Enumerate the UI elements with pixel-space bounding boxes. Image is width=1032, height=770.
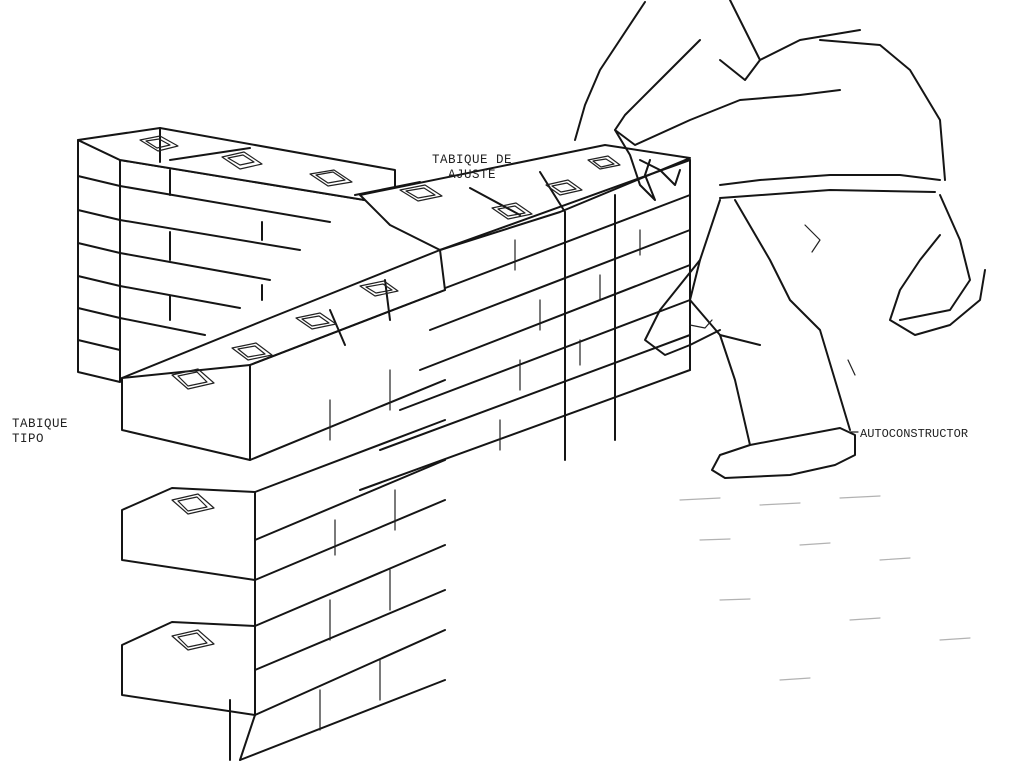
man-cloth-folds	[690, 225, 855, 375]
man-front-shoe	[712, 428, 855, 478]
man-shoulder-right	[820, 40, 945, 180]
ground-texture	[680, 496, 970, 680]
man-thigh-right	[900, 195, 970, 320]
front-wall-block-3	[122, 622, 255, 715]
autoconstructor-figure	[575, 0, 985, 478]
right-wall-joints	[500, 230, 640, 450]
front-wall-top-block	[122, 250, 445, 460]
front-wall-courses	[240, 290, 445, 760]
tabique-tipo-label: TABIQUE TIPO	[12, 417, 68, 447]
tabique-de-ajuste-line2: AJUSTE	[432, 168, 512, 183]
tabique-de-ajuste-line1: TABIQUE DE	[432, 153, 512, 168]
tabique-tipo-line2: TIPO	[12, 432, 68, 447]
man-leg-front	[735, 200, 850, 430]
autoconstructor-label: AUTOCONSTRUCTOR	[860, 427, 968, 442]
man-neckline	[720, 60, 760, 80]
man-collar	[730, 0, 860, 60]
man-back-line	[575, 2, 645, 140]
front-wall-joints	[320, 370, 395, 730]
man-thigh-left	[690, 200, 760, 345]
right-wall-verticals	[565, 160, 690, 460]
man-arm	[615, 40, 840, 145]
front-wall-block-2	[122, 488, 255, 580]
front-wall	[122, 250, 445, 760]
man-belt-bottom	[720, 190, 935, 198]
man-shin	[720, 335, 750, 445]
man-belt-top	[720, 175, 940, 185]
tabique-de-ajuste-label: TABIQUE DE AJUSTE	[432, 153, 512, 183]
ground-marks	[680, 496, 970, 680]
tabique-tipo-line1: TABIQUE	[12, 417, 68, 432]
right-wall	[360, 145, 690, 490]
man-knee	[645, 260, 720, 355]
